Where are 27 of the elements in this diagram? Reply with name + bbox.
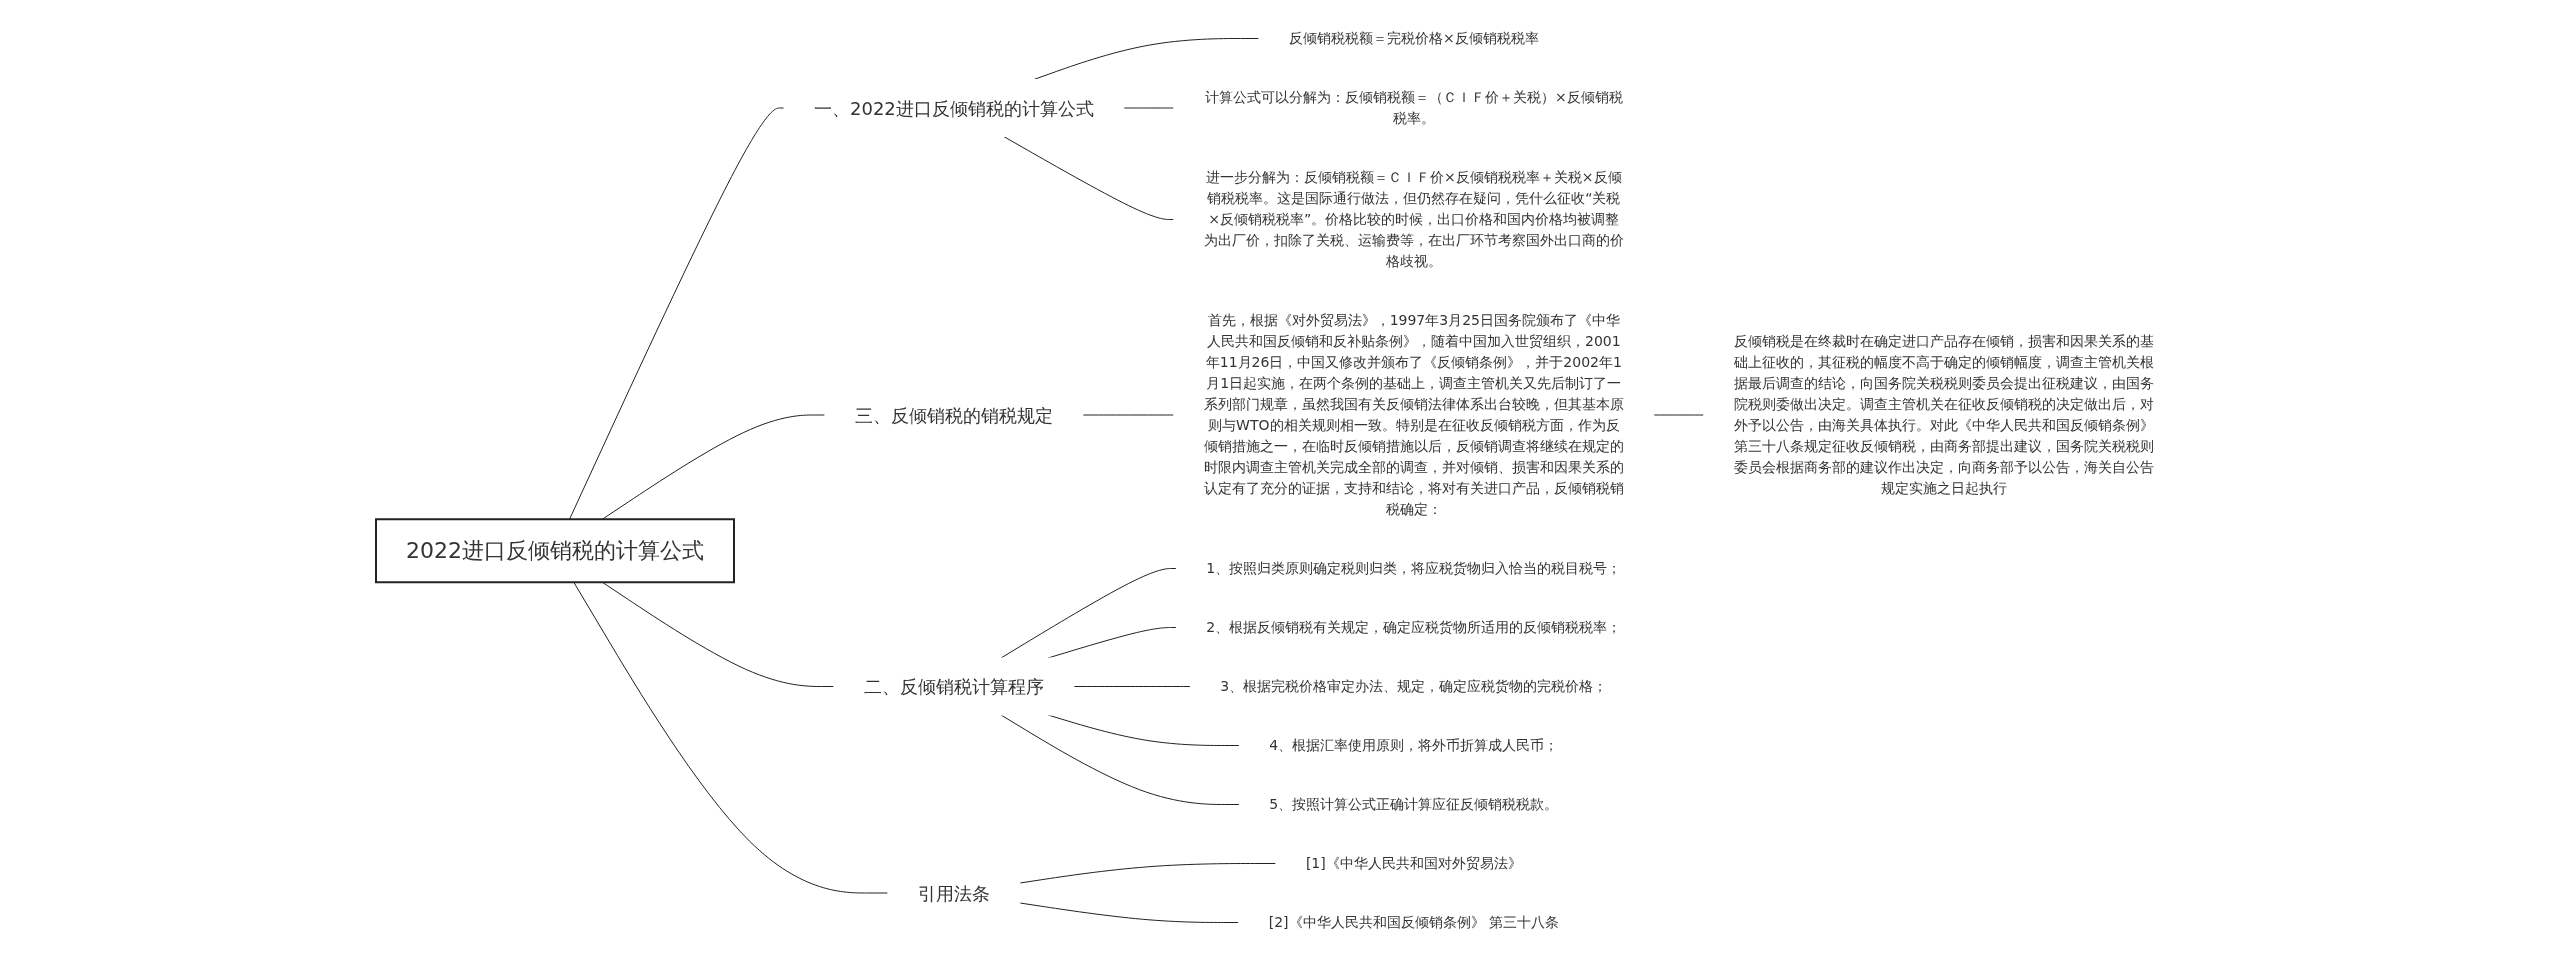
connector (601, 581, 835, 687)
connector (1000, 714, 1240, 805)
connector (1019, 902, 1240, 923)
connector (1003, 136, 1175, 220)
node-text: 2、根据反倾销税有关规定，确定应税货物所适用的反倾销税税率； (1206, 619, 1622, 635)
node-text: 引用法条 (918, 882, 990, 904)
connector (601, 414, 826, 520)
node-text: 反倾销税是在终裁时在确定进口产品存在倾销，损害和因果关系的基础上征收的，其征税的幅度不高于确定的倾销幅度，调查主管机关根据最后调查的结论，向国务院关税税则委员会提出征税建议，由国务院税则委做出决定。调查主管机关在征收反倾销税的决定做出后，对外予以公告，由海关具体执行。对此《中华人民共和国反倾销条例》第三十八条规定征收反倾销税，由商务部提出建议，国务院关税税则委员会根据商务部的建议作出决定，向商务部予以公告，海关自公告规定实施之日起执行 (1733, 333, 2154, 496)
node-text: 进一步分解为：反倾销税额＝ＣＩＦ价×反倾销税税率＋关税×反倾销税税率。这是国际通行做法，但仍然存在疑问，凭什么征收“关税×反倾销税税率”。价格比较的时候，出口价格和国内价格均被调整为出厂价，扣除了关税、运输费等，在出厂环节考察国外出口商的价格歧视。 (1203, 169, 1624, 269)
node-text: [2]《中华人民共和国反倾销条例》 第三十八条 (1268, 914, 1560, 930)
connector (1000, 568, 1177, 659)
node-text: 反倾销税税额＝完税价格×反倾销税税率 (1289, 30, 1539, 46)
connector (573, 581, 889, 894)
node-text: 计算公式可以分解为：反倾销税额＝（ＣＩＦ价＋关税）×反倾销税税率。 (1205, 89, 1623, 126)
connector (1019, 863, 1277, 884)
connector (569, 107, 785, 520)
node-text: 二、反倾销税计算程序 (864, 676, 1044, 697)
connector (1073, 686, 1191, 687)
node-text: 一、2022进口反倾销税的计算公式 (814, 97, 1094, 119)
node-text: 5、按照计算公式正确计算应征反倾销税税款。 (1269, 796, 1559, 812)
node-text: 三、反倾销税的销税规定 (855, 404, 1053, 426)
node-text: 1、按照归类原则确定税则归类，将应税货物归入恰当的税目税号； (1206, 560, 1622, 576)
node-text: [1]《中华人民共和国对外贸易法》 (1305, 855, 1522, 871)
node-text: 3、根据完税价格审定办法、规定，确定应税货物的完税价格； (1220, 678, 1608, 694)
node-box: 2022进口反倾销税的计算公式 (375, 518, 736, 584)
node-text: 首先，根据《对外贸易法》，1997年3月25日国务院颁布了《中华人民共和国反倾销和反补贴条例》，随着中国加入世贸组织，2001年11月26日，中国又修改并颁布了《反倾销条例》，并于2002年1月1日起实施，在两个条例的基础上，调查主管机关又先后制订了一系列部门规章，虽然我国有关反倾销法律体系出台较晚，但其基本原则与WTO的相关规则相一致。特别是在征收反倾销税方面，作为反倾销措施之一，在临时反倾销措施以后，反倾销调查将继续在规定的时限内调查主管机关完成全部的调查，并对倾销、损害和因果关系的认定有了充分的证据，支持和结论，将对有关进口产品，反倾销税销税确定： (1203, 312, 1624, 517)
node-text: 4、根据汇率使用原则，将外币折算成人民币； (1269, 737, 1559, 753)
